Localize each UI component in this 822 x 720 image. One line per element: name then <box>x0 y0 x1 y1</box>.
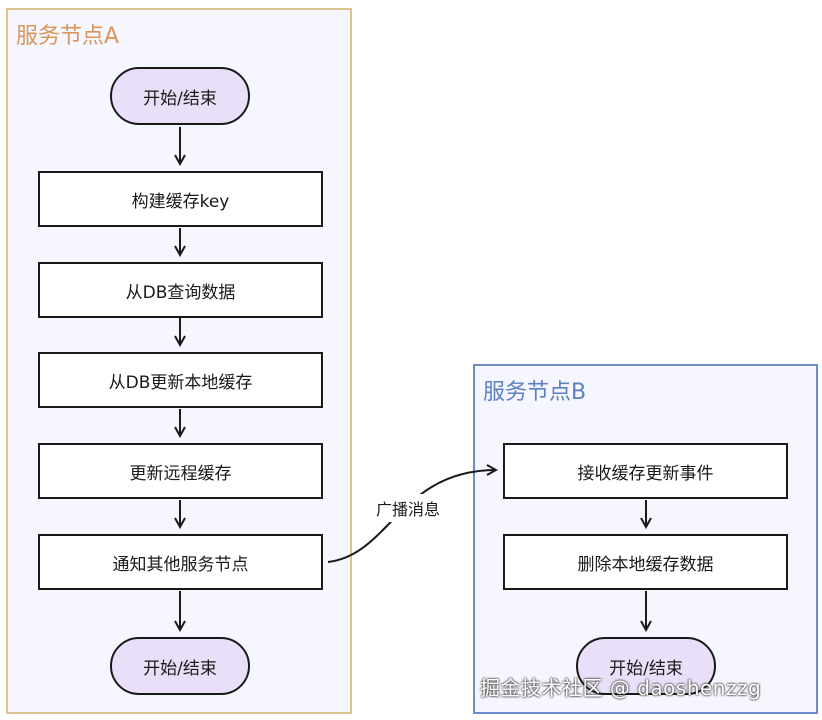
watermark: 掘金技术社区 @ daoshenzzg <box>480 676 762 700</box>
node-a-start: 开始/结束 <box>110 67 250 125</box>
node-update-local-cache: 从DB更新本地缓存 <box>38 352 323 408</box>
lane-a-title: 服务节点A <box>16 24 120 49</box>
node-a-end: 开始/结束 <box>110 637 250 695</box>
node-query-db: 从DB查询数据 <box>38 262 323 318</box>
broadcast-label: 广播消息 <box>372 494 445 522</box>
node-b-end: 开始/结束 <box>576 637 716 695</box>
node-delete-local-cache: 删除本地缓存数据 <box>503 534 788 590</box>
node-notify-other-nodes: 通知其他服务节点 <box>38 534 323 590</box>
node-update-remote-cache: 更新远程缓存 <box>38 443 323 499</box>
lane-b-title: 服务节点B <box>483 380 587 405</box>
node-build-cache-key: 构建缓存key <box>38 171 323 227</box>
node-receive-update-event: 接收缓存更新事件 <box>503 443 788 499</box>
